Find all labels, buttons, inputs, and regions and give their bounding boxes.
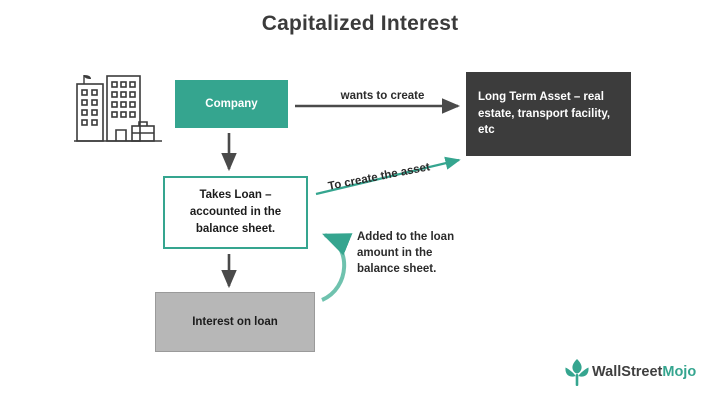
logo-text-part1: WallStreet [592,364,663,380]
edge-label-added-to-loan: Added to the loan amount in the balance … [357,231,455,275]
node-company[interactable]: Company [175,80,288,128]
arrow-interest-to-loan [321,233,353,302]
node-interest-on-loan[interactable]: Interest on loan [155,292,315,352]
node-takes-loan[interactable]: Takes Loan – accounted in the balance sh… [163,176,308,249]
logo-text-part2: Mojo [662,364,697,380]
building-icon [72,68,164,148]
edge-label-wants-to-create: wants to create [340,90,425,102]
leaf-logo-icon [565,359,589,386]
wallstreetmojo-logo[interactable]: WallStreetMojo [562,355,710,389]
page-title: Capitalized Interest [261,12,459,35]
logo-text: WallStreetMojo [592,364,696,380]
arrow-loan-to-asset [315,156,461,196]
node-long-term-asset[interactable]: Long Term Asset – real estate, transport… [466,72,631,156]
